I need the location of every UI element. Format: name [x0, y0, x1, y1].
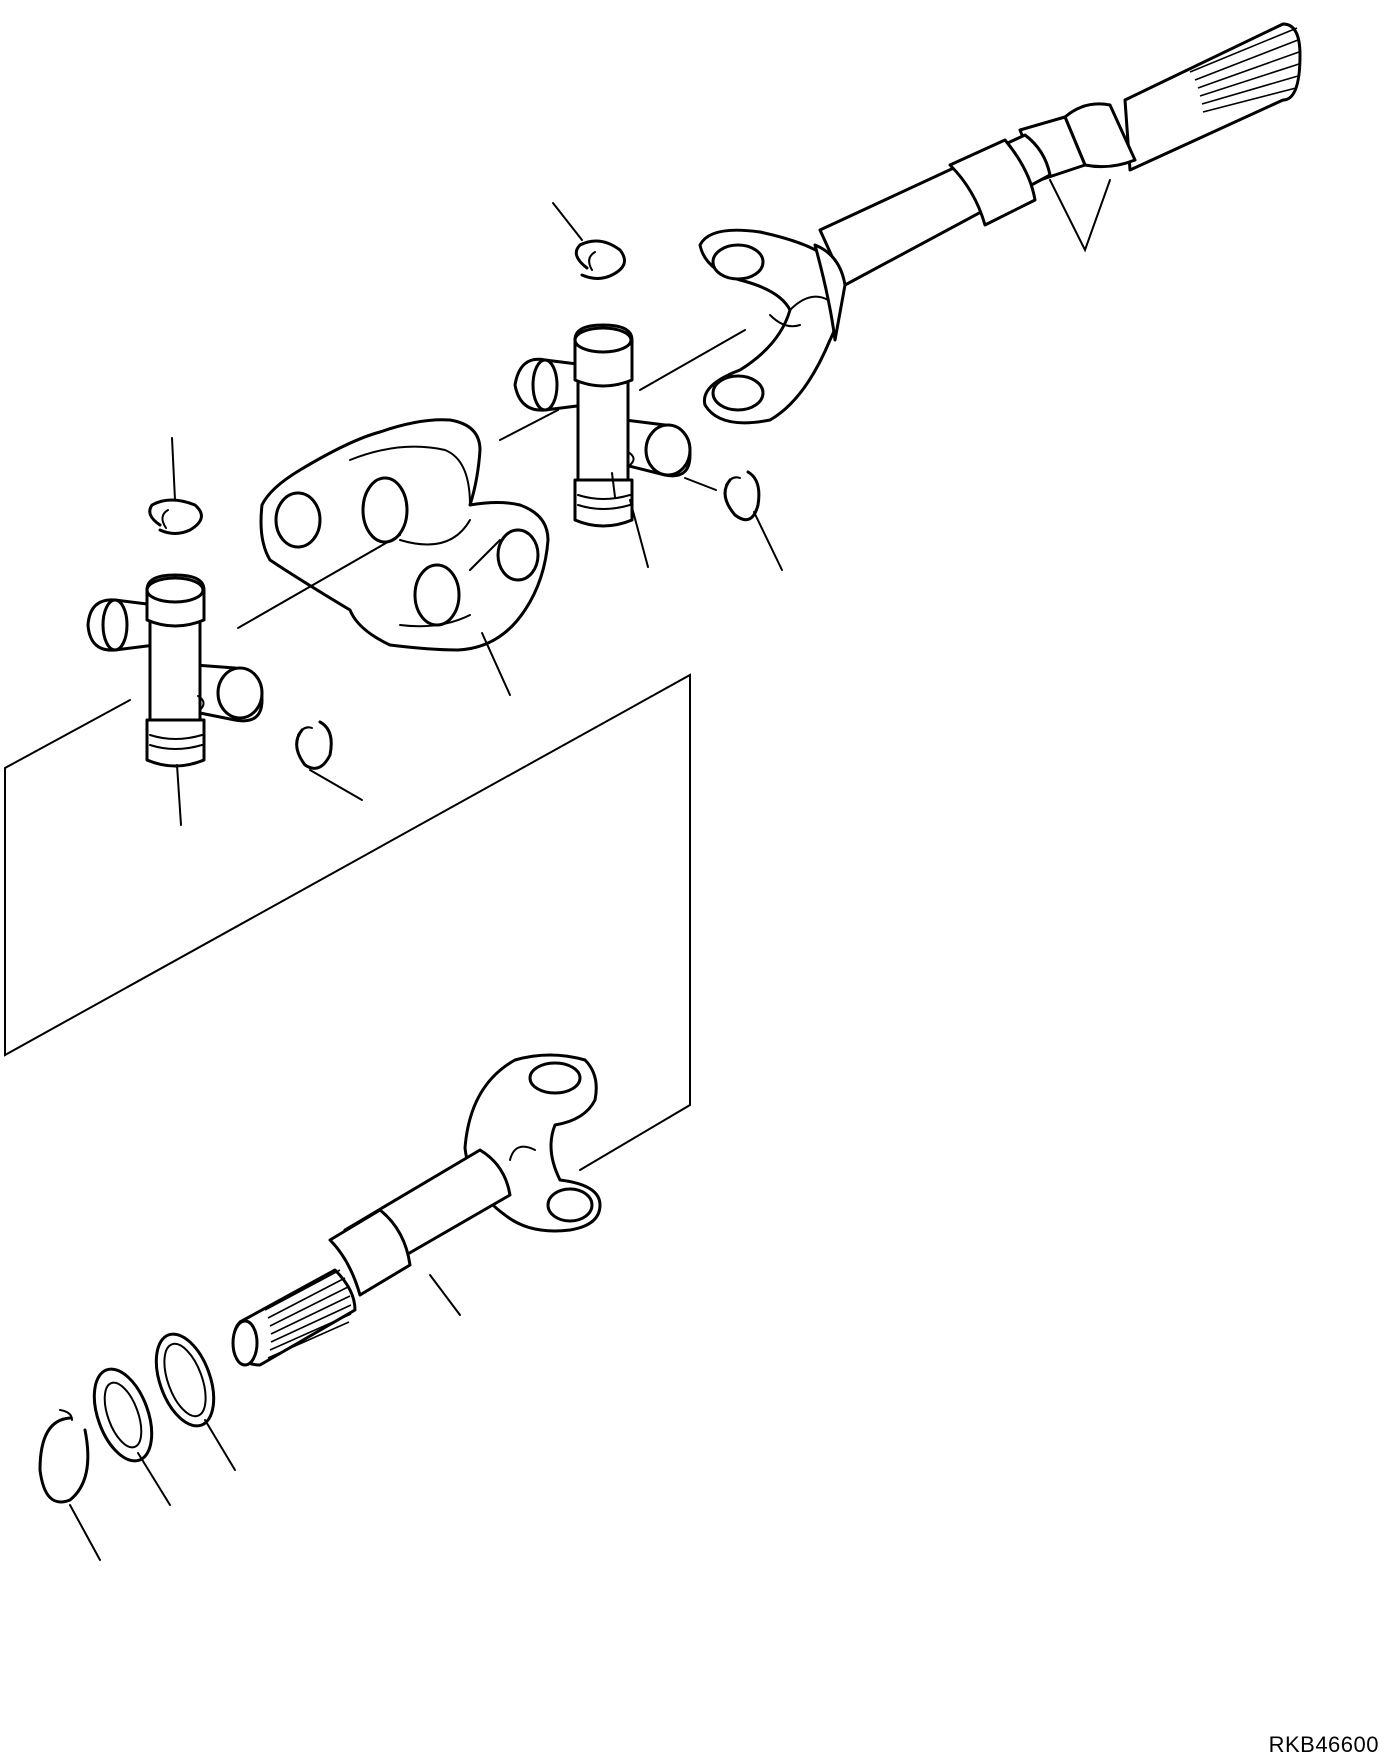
- upper-universal-joint-cross: [513, 323, 692, 528]
- lower-axle-shaft: [231, 1053, 602, 1367]
- callout-leaders: [69, 202, 783, 1561]
- upper-top-snap-ring: [574, 239, 626, 280]
- lower-universal-joint-cross: [86, 573, 264, 768]
- shaft-snap-ring: [38, 1409, 90, 1504]
- center-double-yoke: [259, 418, 550, 652]
- lock-washer: [92, 1367, 154, 1463]
- lower-side-snap-ring: [295, 720, 333, 770]
- upper-side-snap-ring: [723, 470, 761, 522]
- figure-code: RKB46600: [1268, 1732, 1379, 1757]
- alignment-lines: [4, 329, 746, 1171]
- lower-top-snap-ring: [148, 498, 203, 535]
- upper-axle-shaft: [698, 22, 1302, 425]
- thrust-washer: [154, 1332, 216, 1428]
